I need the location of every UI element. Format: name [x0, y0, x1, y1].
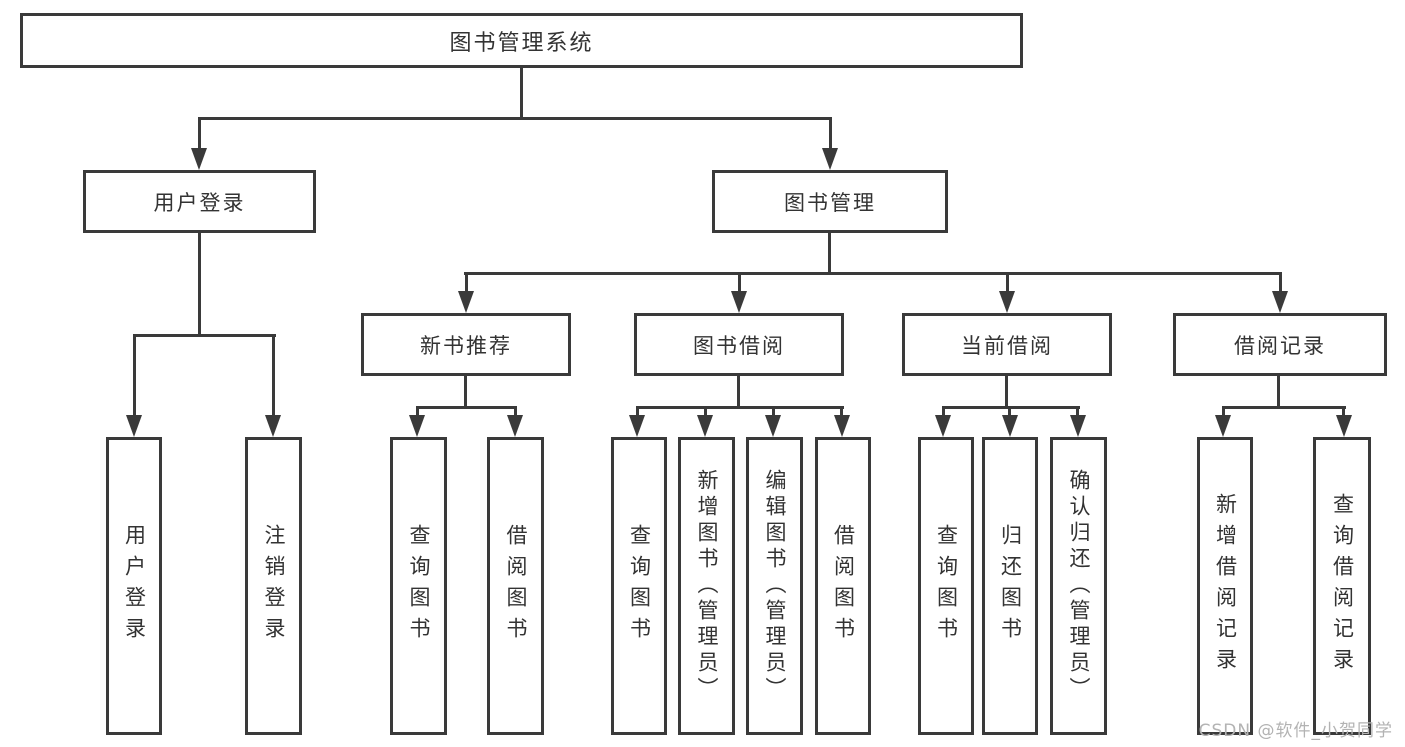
connector-line [198, 233, 201, 335]
connector-line [1222, 406, 1346, 409]
arrow-down-icon [999, 291, 1015, 313]
node-borrowing-records: 借阅记录 [1173, 313, 1387, 376]
connector-line [1222, 407, 1225, 418]
connector-line [464, 272, 1282, 275]
connector-line [465, 273, 468, 293]
arrow-down-icon [765, 415, 781, 437]
connector-line [1008, 407, 1011, 418]
connector-line [198, 118, 201, 150]
node-book-management-label: 图书管理 [784, 190, 876, 215]
arrow-down-icon [822, 148, 838, 170]
node-current-borrowing: 当前借阅 [902, 313, 1112, 376]
node-new-book-recommendation: 新书推荐 [361, 313, 571, 376]
node-book-borrowing: 图书借阅 [634, 313, 844, 376]
node-borrowing-records-label: 借阅记录 [1234, 333, 1326, 358]
leaf-logout: 注销登录 [245, 437, 302, 735]
connector-line [416, 406, 517, 409]
leaf-query-books-recommend-label: 查询图书 [407, 524, 431, 648]
arrow-down-icon [834, 415, 850, 437]
arrow-down-icon [629, 415, 645, 437]
connector-line [1076, 407, 1079, 418]
connector-line [738, 273, 741, 293]
arrow-down-icon [1070, 415, 1086, 437]
leaf-query-books-borrowing-label: 查询图书 [627, 524, 652, 648]
arrow-down-icon [1215, 415, 1231, 437]
connector-line [828, 233, 831, 273]
leaf-borrow-books-borrowing: 借阅图书 [815, 437, 871, 735]
leaf-edit-book-admin-label: 编辑图书（管理员） [763, 469, 787, 703]
connector-line [704, 407, 707, 418]
node-current-borrowing-label: 当前借阅 [961, 333, 1053, 358]
leaf-borrow-books-recommend-label: 借阅图书 [504, 524, 528, 648]
leaf-return-books: 归还图书 [982, 437, 1038, 735]
leaf-confirm-return-admin: 确认归还（管理员） [1050, 437, 1107, 735]
connector-line [133, 334, 276, 337]
leaf-add-book-admin-label: 新增图书（管理员） [695, 469, 719, 703]
connector-line [737, 376, 740, 407]
node-root: 图书管理系统 [20, 13, 1023, 68]
connector-line [416, 407, 419, 418]
connector-line [840, 407, 843, 418]
node-root-label: 图书管理系统 [449, 30, 594, 56]
leaf-query-books-current: 查询图书 [918, 437, 974, 735]
leaf-query-books-recommend: 查询图书 [390, 437, 447, 735]
leaf-user-login: 用户登录 [106, 437, 162, 735]
leaf-add-borrow-record: 新增借阅记录 [1197, 437, 1253, 735]
leaf-query-borrow-record-label: 查询借阅记录 [1330, 493, 1355, 679]
arrow-down-icon [458, 291, 474, 313]
connector-line [942, 406, 1080, 409]
leaf-confirm-return-admin-label: 确认归还（管理员） [1067, 469, 1091, 703]
node-book-management: 图书管理 [712, 170, 948, 233]
connector-line [272, 335, 275, 417]
connector-line [464, 376, 467, 407]
arrow-down-icon [731, 291, 747, 313]
connector-line [1006, 273, 1009, 293]
connector-line [198, 117, 832, 120]
watermark: CSDN @软件_小贺同学 [1198, 721, 1393, 741]
connector-line [1342, 407, 1345, 418]
connector-line [636, 406, 844, 409]
connector-line [772, 407, 775, 418]
connector-line [636, 407, 639, 418]
connector-line [829, 118, 832, 150]
leaf-return-books-label: 归还图书 [998, 524, 1023, 648]
connector-line [514, 407, 517, 418]
leaf-query-borrow-record: 查询借阅记录 [1313, 437, 1371, 735]
leaf-query-books-current-label: 查询图书 [934, 524, 959, 648]
arrow-down-icon [507, 415, 523, 437]
connector-line [133, 335, 136, 417]
connector-line [520, 68, 523, 118]
node-user-login: 用户登录 [83, 170, 316, 233]
arrow-down-icon [126, 415, 142, 437]
leaf-borrow-books-borrowing-label: 借阅图书 [831, 524, 856, 648]
leaf-logout-label: 注销登录 [262, 524, 286, 648]
node-user-login-label: 用户登录 [153, 190, 246, 215]
arrow-down-icon [1272, 291, 1288, 313]
arrow-down-icon [191, 148, 207, 170]
connector-line [1279, 273, 1282, 293]
leaf-edit-book-admin: 编辑图书（管理员） [746, 437, 803, 735]
leaf-query-books-borrowing: 查询图书 [611, 437, 667, 735]
leaf-user-login-label: 用户登录 [122, 524, 147, 648]
arrow-down-icon [409, 415, 425, 437]
arrow-down-icon [1002, 415, 1018, 437]
connector-line [942, 407, 945, 418]
arrow-down-icon [697, 415, 713, 437]
connector-line [1277, 376, 1280, 407]
arrow-down-icon [1336, 415, 1352, 437]
leaf-add-book-admin: 新增图书（管理员） [678, 437, 735, 735]
node-new-book-recommendation-label: 新书推荐 [420, 333, 512, 358]
arrow-down-icon [265, 415, 281, 437]
arrow-down-icon [935, 415, 951, 437]
leaf-borrow-books-recommend: 借阅图书 [487, 437, 544, 735]
connector-line [1005, 376, 1008, 407]
node-book-borrowing-label: 图书借阅 [693, 333, 785, 358]
leaf-add-borrow-record-label: 新增借阅记录 [1213, 493, 1238, 679]
